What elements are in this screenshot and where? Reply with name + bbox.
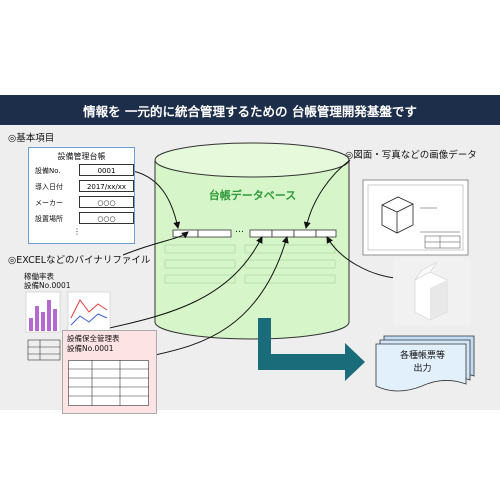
sheet1-grid — [27, 339, 61, 361]
row-value-equipment-no: 0001 — [79, 164, 134, 176]
row-label-maker: メーカー — [35, 199, 63, 207]
table-ellipsis: … — [235, 225, 244, 235]
row-value-install-date: 2017/xx/xx — [79, 180, 134, 192]
card-title: 設備管理台帳 — [57, 152, 106, 161]
line-chart — [67, 291, 111, 333]
banner-title: 情報を 一元的に統合管理するための 台帳管理開発基盤です — [0, 95, 500, 125]
connector-arrows — [99, 159, 396, 356]
sheet1-subtitle: 設備No.0001 — [24, 281, 71, 290]
database-cylinder — [154, 142, 350, 340]
excel-label: ◎EXCELなどのバイナリファイル — [8, 255, 151, 266]
equipment-ledger-card: 設備管理台帳 設備No. 0001 導入日付 2017/xx/xx メーカー ○… — [28, 147, 135, 244]
output-line2: 出力 — [413, 364, 432, 374]
sheet1-title: 稼働率表 — [24, 272, 54, 281]
output-arrow — [258, 318, 365, 381]
maintenance-sheet: 設備保全管理表 設備No.0001 — [62, 330, 157, 414]
sheet2-table — [68, 360, 149, 406]
sheet2-subtitle: 設備No.0001 — [67, 344, 114, 353]
technical-drawing — [362, 179, 469, 256]
product-photo — [393, 257, 471, 325]
image-data-label: ◎図面・写真などの画像データ — [345, 150, 477, 161]
sheet2-title: 設備保全管理表 — [67, 334, 120, 343]
row-value-maker: ○○○ — [79, 196, 134, 208]
output-documents — [375, 335, 475, 392]
database-title: 台帳データベース — [208, 189, 297, 202]
faded-table-rows — [164, 244, 336, 284]
output-line1: 各種帳票等 — [399, 351, 445, 361]
record-table — [172, 229, 337, 238]
row-label-equipment-no: 設備No. — [35, 167, 61, 175]
basic-items-label: ◎基本項目 — [8, 133, 55, 144]
bar-chart — [25, 291, 61, 333]
row-label-location: 設置場所 — [35, 215, 63, 223]
card-more: ⋮ — [73, 227, 81, 236]
row-value-location: ○○○ — [79, 212, 134, 224]
row-label-install-date: 導入日付 — [35, 183, 63, 191]
